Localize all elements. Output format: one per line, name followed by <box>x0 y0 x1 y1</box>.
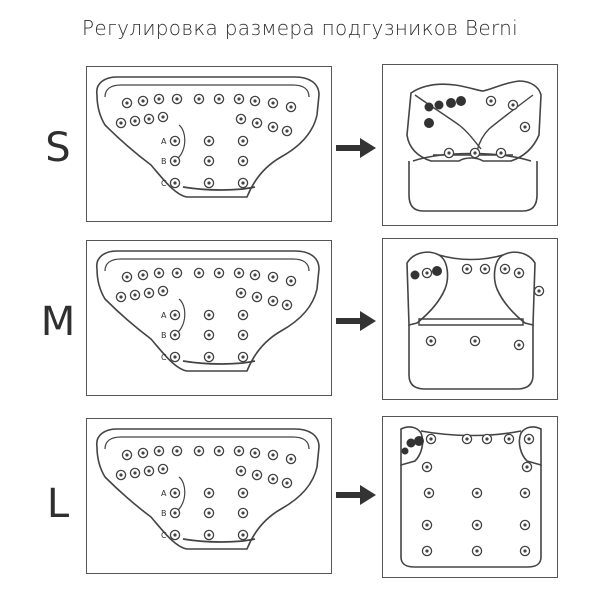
snap-dark <box>424 118 434 128</box>
snap-dark <box>434 100 444 110</box>
snap-dark <box>432 266 442 276</box>
snap-letter: A <box>161 489 167 498</box>
snap-letter: C <box>161 531 167 540</box>
snap-dark <box>424 102 434 112</box>
closed-diaper-drawing-l <box>400 426 542 568</box>
right-arrow-icon <box>336 485 376 505</box>
open-diaper-panel-m: A B C <box>86 240 332 396</box>
snap-dark <box>406 438 416 448</box>
open-diaper-drawing-s: A B C <box>95 76 320 198</box>
snap-dark <box>446 98 456 108</box>
snap-letter: C <box>161 179 167 188</box>
snap-letter: B <box>161 331 167 340</box>
open-diaper-drawing-l: A B C <box>95 428 320 550</box>
closed-diaper-drawing-s <box>406 80 542 212</box>
closed-diaper-panel-s <box>382 64 558 226</box>
closed-diaper-drawing-m <box>406 251 545 390</box>
snap-dark <box>401 447 409 455</box>
snap-letter: B <box>161 509 167 518</box>
snap-letter: A <box>161 311 167 320</box>
snap-letter: A <box>161 137 167 146</box>
size-label-m: M <box>40 299 76 345</box>
snap-letter: B <box>161 157 167 166</box>
size-label-s: S <box>45 125 71 171</box>
open-diaper-outline-l: A B C <box>95 428 320 550</box>
right-arrow-icon <box>336 138 376 158</box>
open-diaper-outline-m: A B C <box>95 250 320 372</box>
open-diaper-drawing-m: A B C <box>95 250 320 372</box>
open-diaper-outline-s: A B C <box>95 76 320 198</box>
snap-letter: C <box>161 353 167 362</box>
snap-dark <box>456 96 466 106</box>
size-label-l: L <box>46 481 70 527</box>
closed-diaper-panel-l <box>382 416 558 578</box>
snap-dark <box>414 436 424 446</box>
open-diaper-panel-s: A B C <box>86 66 332 222</box>
closed-diaper-panel-m <box>382 238 558 400</box>
page-title: Регулировка размера подгузников Berni <box>82 16 518 40</box>
right-arrow-icon <box>336 311 376 331</box>
snap-dark <box>410 270 420 280</box>
open-diaper-panel-l: A B C <box>86 418 332 574</box>
